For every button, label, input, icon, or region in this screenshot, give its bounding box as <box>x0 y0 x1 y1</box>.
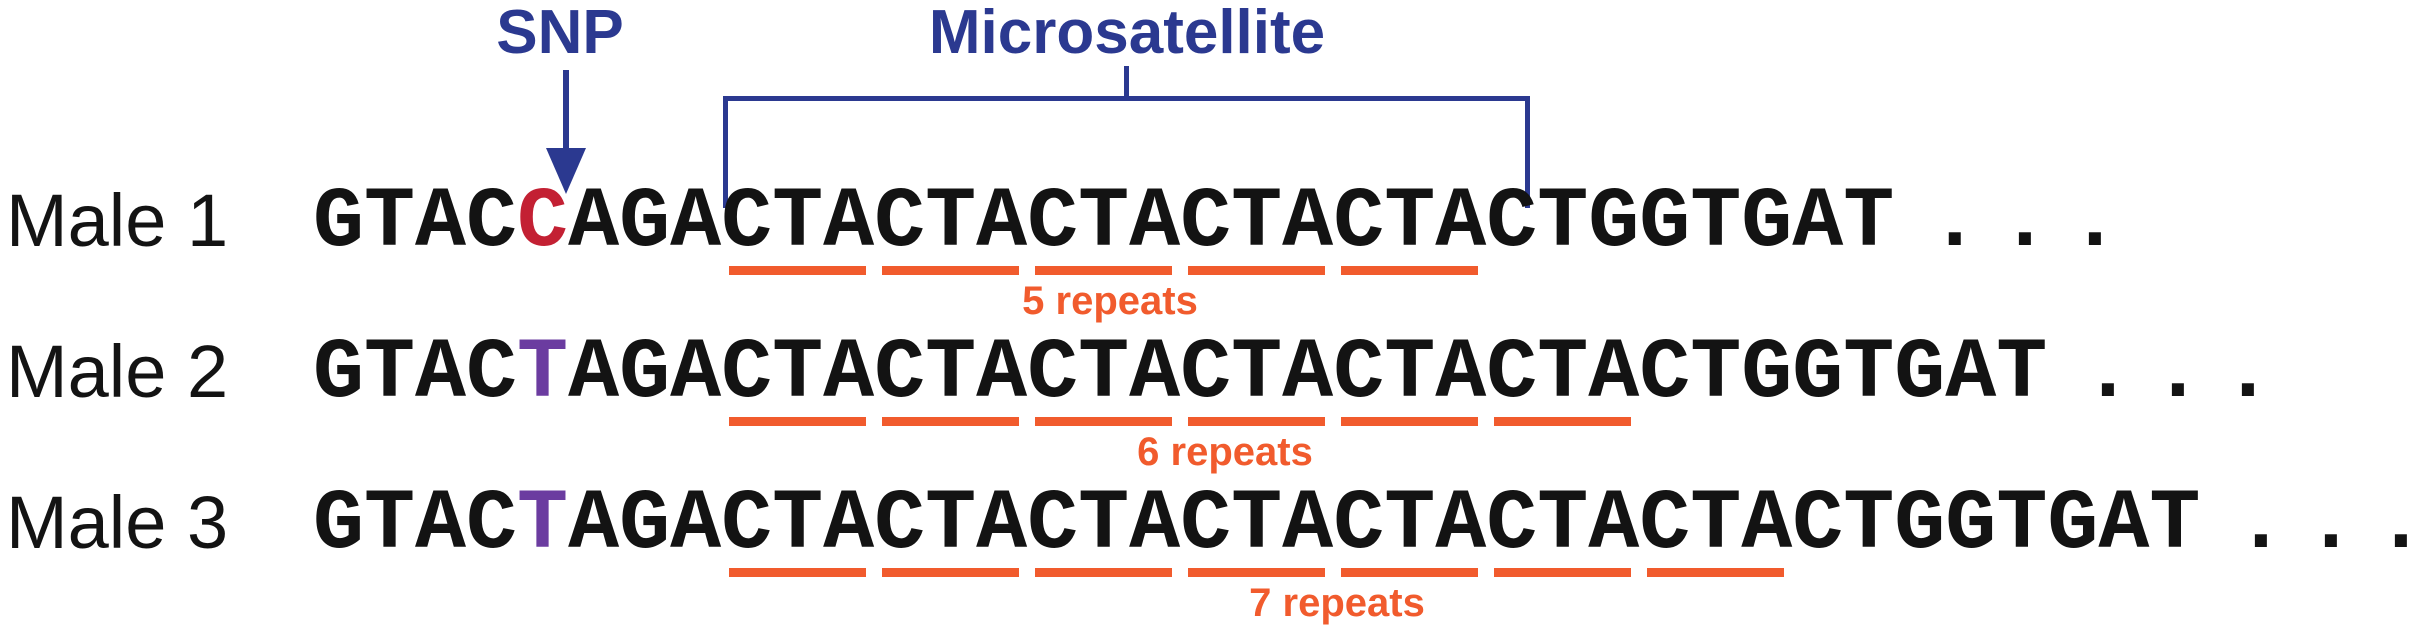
repeat-underline <box>1647 568 1784 577</box>
repeat-underline <box>1341 417 1478 426</box>
microsatellite-repeats: CTACTACTACTACTACTA <box>721 325 1640 422</box>
snp-arrow-icon <box>563 70 569 156</box>
repeat-underline <box>1188 417 1325 426</box>
repeat-underline <box>1494 417 1631 426</box>
snp-base: T <box>517 476 569 573</box>
repeat-underline <box>882 266 1019 275</box>
sequence-ellipsis: . . . <box>2047 325 2273 422</box>
sequence-prefix: GTAC <box>313 174 518 271</box>
row-label: Male 2 <box>6 330 229 413</box>
microsatellite-bracket-stem <box>1124 66 1129 98</box>
repeat-underline <box>1035 266 1172 275</box>
repeat-underline <box>1188 568 1325 577</box>
microsatellite-repeats: CTACTACTACTACTACTACTA <box>721 476 1793 573</box>
repeat-underline <box>882 568 1019 577</box>
sequence-mid: AGA <box>568 476 722 573</box>
snp-base: T <box>517 325 569 422</box>
snp-label: SNP <box>496 0 624 67</box>
repeat-underline <box>1035 417 1172 426</box>
sequence-ellipsis: . . . <box>1894 174 2120 271</box>
dna-sequence: GTACTAGACTACTACTACTACTACTACTGGTGAT . . . <box>313 331 2273 416</box>
repeat-count-label: 6 repeats <box>1137 430 1313 474</box>
row-label: Male 1 <box>6 179 229 262</box>
repeat-underline <box>1035 568 1172 577</box>
repeat-count-label: 5 repeats <box>1022 279 1198 323</box>
sequence-prefix: GTAC <box>313 476 518 573</box>
sequence-ellipsis: . . . <box>2200 476 2415 573</box>
repeat-underline <box>729 417 866 426</box>
microsatellite-bracket-left-tick <box>723 96 728 208</box>
repeat-underline <box>1494 568 1631 577</box>
repeat-underline <box>1341 266 1478 275</box>
snp-arrowhead-icon <box>546 148 586 194</box>
row-label: Male 3 <box>6 481 229 564</box>
microsatellite-repeats: CTACTACTACTACTA <box>721 174 1487 271</box>
sequence-suffix: CTGGTGAT <box>1639 325 2048 422</box>
sequence-suffix: CTGGTGAT <box>1486 174 1895 271</box>
sequence-mid: AGA <box>568 174 722 271</box>
repeat-underline <box>729 266 866 275</box>
repeat-underline <box>1188 266 1325 275</box>
sequence-mid: AGA <box>568 325 722 422</box>
microsatellite-bracket <box>723 96 1530 101</box>
sequence-prefix: GTAC <box>313 325 518 422</box>
microsatellite-bracket-right-tick <box>1525 96 1530 208</box>
repeat-underline <box>1341 568 1478 577</box>
repeat-underline <box>882 417 1019 426</box>
sequence-suffix: CTGGTGAT <box>1792 476 2201 573</box>
dna-sequence: GTACTAGACTACTACTACTACTACTACTACTGGTGAT . … <box>313 482 2415 567</box>
repeat-underline <box>729 568 866 577</box>
microsatellite-label: Microsatellite <box>928 0 1326 67</box>
repeat-count-label: 7 repeats <box>1249 581 1425 625</box>
